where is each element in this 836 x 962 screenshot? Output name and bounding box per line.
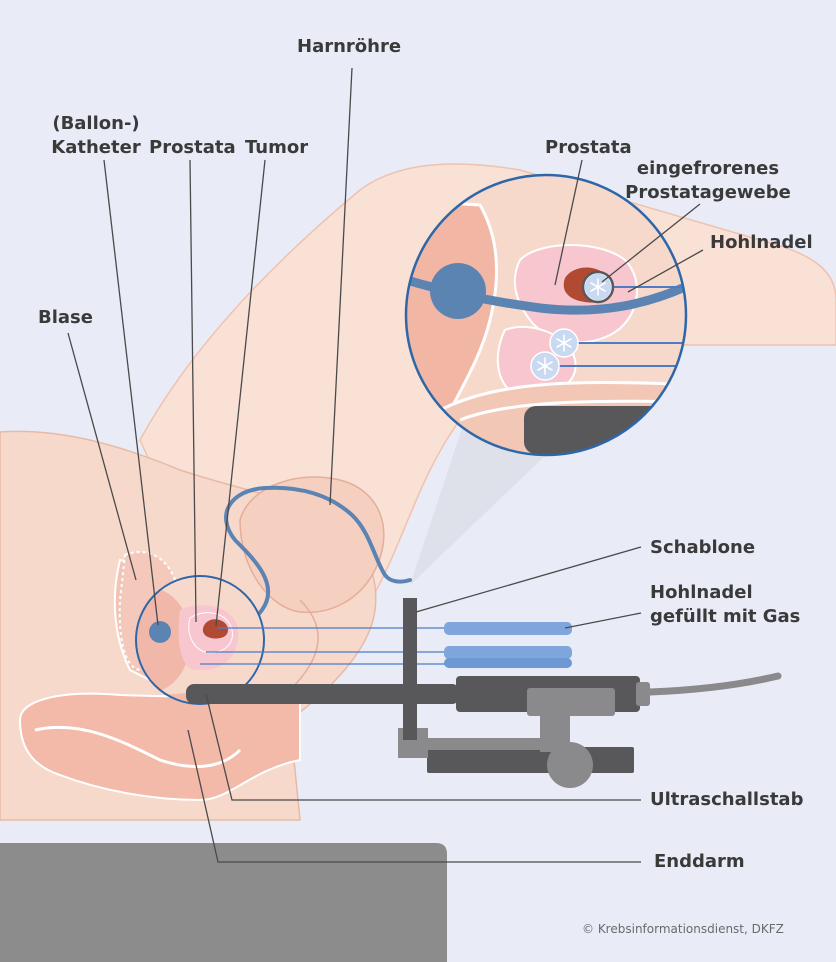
needle-tip-ring [581, 270, 615, 304]
label-tumor: Tumor [245, 137, 309, 158]
snowflake-icon [590, 278, 606, 296]
stepper-knob [547, 742, 593, 788]
perineum-outline [289, 599, 319, 691]
label-hohlnadel: Hohlnadel [710, 232, 813, 253]
template-plate [403, 598, 417, 740]
tumor-small [202, 619, 228, 639]
urethra-catheter [158, 485, 412, 639]
label-harnroehre: Harnröhre [297, 36, 402, 57]
ice-ball [530, 351, 560, 381]
label-hohlnadel-gas: Hohlnadel gefüllt mit Gas [650, 581, 800, 629]
label-eingefroren-line1: eingefrorenes [636, 158, 780, 179]
stepper-base [427, 747, 634, 773]
stepper-arm [404, 738, 544, 750]
label-ultraschallstab: Ultraschallstab [650, 789, 804, 810]
label-ballon-katheter: (Ballon-) Katheter [48, 112, 144, 160]
hollow-needle [444, 646, 572, 659]
rectum-wall [34, 725, 242, 769]
probe-cable [646, 672, 782, 696]
label-blase: Blase [38, 307, 93, 328]
exam-table [0, 843, 447, 962]
probe-connector [636, 682, 650, 706]
snowflake-icon [537, 357, 553, 375]
label-enddarm: Enddarm [654, 851, 745, 872]
label-ballon-katheter-line2: Katheter [51, 137, 141, 158]
label-eingefroren: eingefrorenes Prostatagewebe [622, 157, 794, 205]
zoom-circle [404, 173, 688, 457]
balloon-catheter-small [149, 621, 171, 643]
snowflake-icon [556, 334, 572, 352]
label-ballon-katheter-line1: (Ballon-) [52, 113, 140, 134]
ice-ball [549, 328, 579, 358]
leader-lines [67, 67, 704, 863]
probe-holder [527, 688, 615, 716]
rectum [18, 692, 301, 802]
label-schablone: Schablone [650, 537, 756, 558]
ultrasound-probe [186, 684, 460, 704]
label-eingefroren-line2: Prostatagewebe [625, 182, 791, 203]
label-prostata: Prostata [149, 137, 236, 158]
copyright-credit: © Krebsinformationsdienst, DKFZ [582, 922, 784, 936]
label-hohlnadel-gas-line1: Hohlnadel [650, 582, 753, 603]
label-detail-prostata: Prostata [545, 137, 632, 158]
hollow-needle [444, 622, 572, 635]
label-hohlnadel-gas-line2: gefüllt mit Gas [650, 606, 801, 627]
hollow-needle [444, 658, 572, 668]
